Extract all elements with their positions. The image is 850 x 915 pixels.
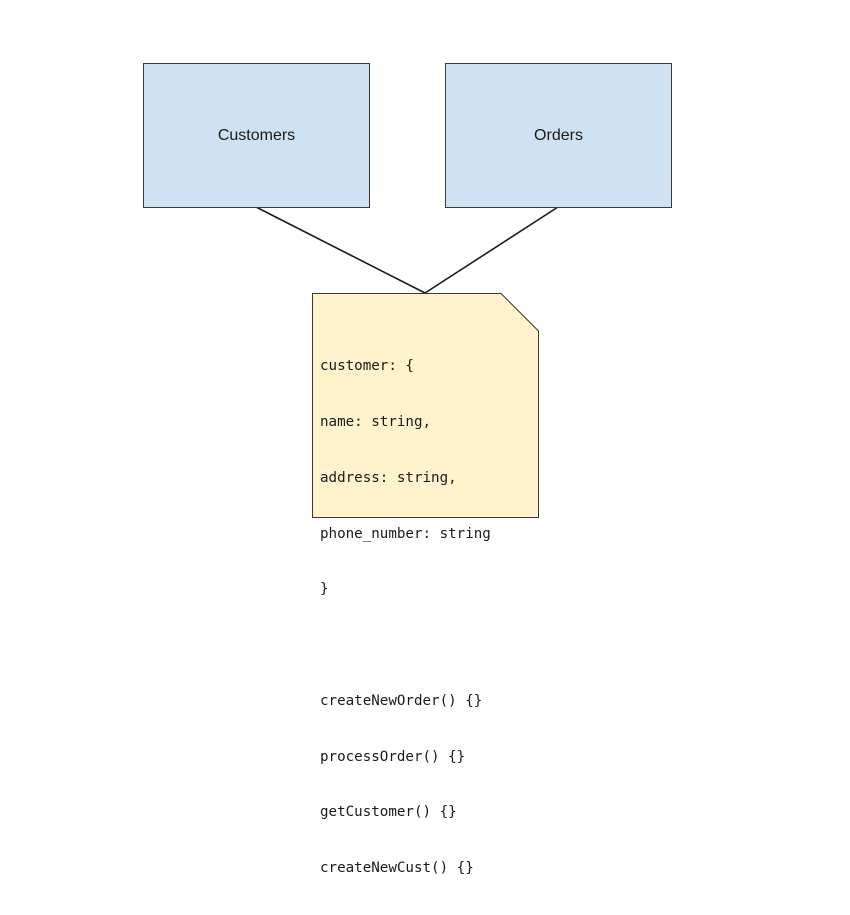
orders-entity-box[interactable]: Orders (445, 63, 672, 208)
note-line: address: string, (320, 469, 457, 486)
customers-entity-label: Customers (217, 126, 296, 144)
note-line: phone_number: string (320, 525, 491, 542)
note-line: getCustomer() {} (320, 804, 457, 821)
note-line: processOrder() {} (320, 748, 466, 765)
diagram-canvas: Customers Orders customer: { name: strin… (143, 63, 672, 876)
connector-customers-to-note (255, 206, 426, 294)
note-line: createNewOrder() {} (320, 692, 483, 709)
note-line: } (320, 581, 329, 598)
note-text: customer: { name: string, address: strin… (320, 320, 530, 915)
note-line: customer: { (320, 358, 414, 375)
note-line: name: string, (320, 413, 432, 430)
connector-orders-to-note (424, 206, 559, 294)
note-line (320, 636, 530, 655)
code-note[interactable]: customer: { name: string, address: strin… (312, 293, 539, 876)
customers-entity-box[interactable]: Customers (143, 63, 370, 208)
orders-entity-label: Orders (534, 126, 583, 144)
note-shape (312, 293, 539, 518)
note-line: createNewCust() {} (320, 860, 474, 877)
